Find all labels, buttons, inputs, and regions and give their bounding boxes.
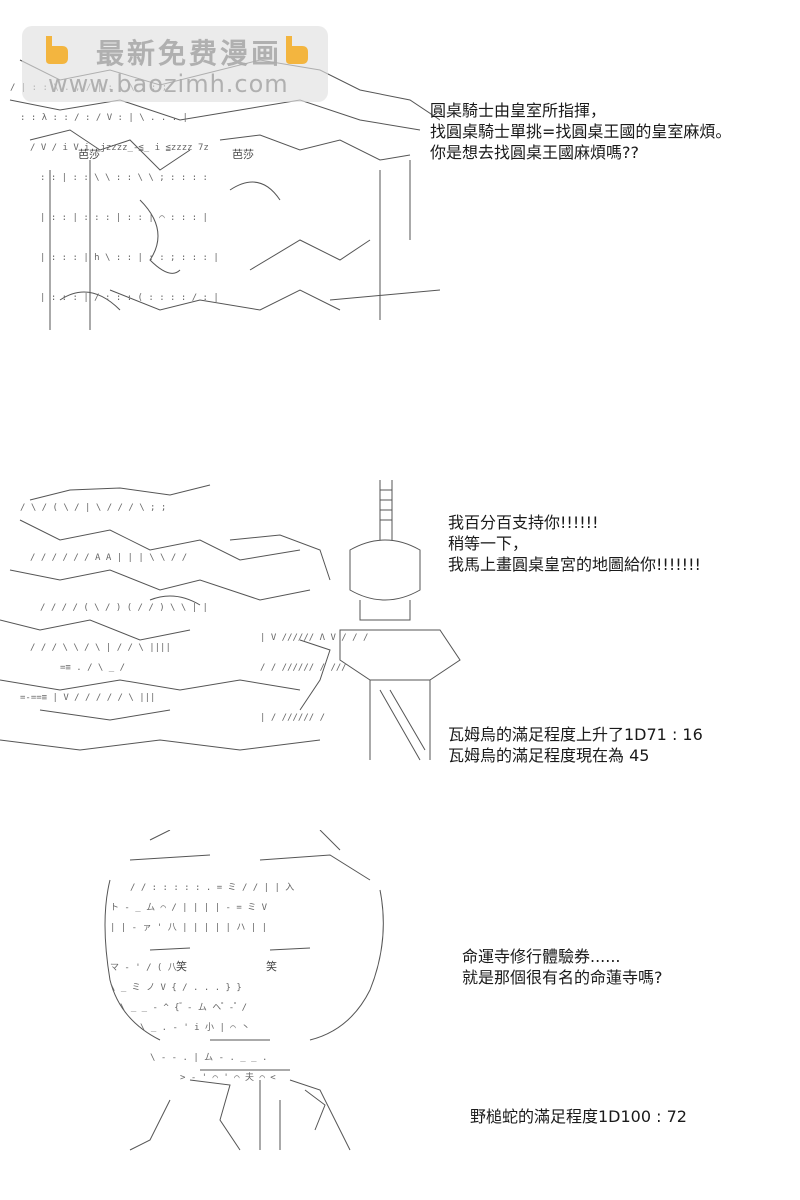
panel-3: / / : : : : : . = ミ / / | | 入 ト - _ ム ⌒ … (0, 830, 800, 1160)
dialogue-line: 找圓桌騎士單挑=找圓桌王國的皇室麻煩。 (430, 122, 732, 141)
panel-2: / \ / ( \ / | \ / / / \ ; ; / / / / / / … (0, 480, 800, 780)
svg-text:/ / / \ \ / \ | / / \ ||||: / / / \ \ / \ | / / \ |||| (30, 643, 171, 653)
stat-line: 野槌蛇的滿足程度1D100 : 72 (470, 1107, 687, 1126)
character-1-eye-label-left: 芭莎 (78, 147, 100, 161)
svg-text:\ _ ミ ノ V { / . . . } }: \ _ ミ ノ V { / . . . } } (110, 983, 242, 993)
face-label-left: 笑 (176, 959, 187, 973)
ascii-art-character-3: / / : : : : : . = ミ / / | | 入 ト - _ ム ⌒ … (70, 830, 400, 1160)
svg-text:/ / : : : : : . = ミ / / | | 入: / / : : : : : . = ミ / / | | 入 (130, 882, 294, 893)
character-1-drawing: / | : : \ . , / | : \ \ ; : ; : : λ : : … (9, 59, 440, 330)
dialogue-line: 圓桌騎士由皇室所指揮， (430, 101, 607, 120)
dialogue-line: 稍等一下， (448, 534, 529, 553)
dialogue-line: 命運寺修行體驗券...... (462, 947, 621, 966)
svg-text:| : : : | / : : : ( : : : : /: | : : : | / : : : ( : : : : / : | (40, 293, 219, 303)
svg-text:\ _ _ - ^ { ゚ - ム ヘ ゚ - ゚ /: \ _ _ - ^ { ゚ - ム ヘ ゚ - ゚ / (120, 1001, 247, 1013)
svg-text:| / ////// /: | / ////// / (260, 713, 325, 723)
character-1-eye-label-right: 芭莎 (232, 147, 254, 161)
dialogue-line: 就是那個很有名的命蓮寺嗎? (462, 968, 663, 987)
svg-text:/ / / / ( \ / ) ( / / ) \ \ |: / / / / ( \ / ) ( / / ) \ \ | | (40, 603, 208, 613)
stat-line: 瓦姆烏的滿足程度上升了1D71 : 16 (448, 725, 703, 744)
panel-2-stats: 瓦姆烏的滿足程度上升了1D71 : 16 瓦姆烏的滿足程度現在為 45 (448, 724, 703, 766)
svg-text:=-==≡ | V / / / / / \ |||: =-==≡ | V / / / / / \ ||| (20, 693, 155, 703)
svg-text:\ _ . - ' i 小 | ⌒ 丶: \ _ . - ' i 小 | ⌒ 丶 (140, 1022, 250, 1033)
svg-text:: : | : : \ \ : : \ \ ; : : :: : : | : : \ \ : : \ \ ; : : : : (40, 173, 208, 183)
dialogue-line: 我馬上畫圓桌皇宮的地圖給你!!!!!!! (448, 555, 701, 574)
panel-3-stats: 野槌蛇的滿足程度1D100 : 72 (470, 1106, 687, 1127)
svg-text:ト - _ ム ⌒ / | | | | - = ミ V: ト - _ ム ⌒ / | | | | - = ミ V (110, 902, 268, 913)
svg-text:| V ////// Λ V / / /: | V ////// Λ V / / / (260, 633, 368, 643)
face-label-right: 笑 (266, 959, 277, 973)
svg-text:マ - ' / ( 八: マ - ' / ( 八 (110, 963, 177, 973)
svg-text:| : : : | h \ : : | : : ; : :: | : : : | h \ : : | : : ; : : : | (40, 253, 219, 263)
character-2-drawing: / \ / ( \ / | \ / / / \ ; ; / / / / / / … (0, 480, 461, 761)
svg-text:=≡ . / \ _ /: =≡ . / \ _ / (60, 663, 125, 673)
svg-text:/ \ / ( \ / | \ / / / \ ; ;: / \ / ( \ / | \ / / / \ ; ; (20, 503, 166, 513)
ascii-art-character-2: / \ / ( \ / | \ / / / \ ; ; / / / / / / … (0, 480, 470, 770)
panel-3-dialogue: 命運寺修行體驗券...... 就是那個很有名的命蓮寺嗎? (462, 946, 663, 988)
ascii-art-character-1: / | : : \ . , / | : \ \ ; : ; : : λ : : … (0, 40, 440, 340)
stat-line: 瓦姆烏的滿足程度現在為 45 (448, 746, 650, 765)
svg-text:| : : | : : : | : : | ⌒ : : :: | : : | : : : | : : | ⌒ : : : | (40, 213, 208, 223)
dialogue-line: 你是想去找圓桌王國麻煩嗎?? (430, 143, 639, 162)
svg-text:| | - ァ ' 八 | | | | | ハ | |: | | - ァ ' 八 | | | | | ハ | | (110, 923, 267, 933)
character-3-drawing: / / : : : : : . = ミ / / | | 入 ト - _ ム ⌒ … (104, 830, 384, 1151)
svg-text:/ / / / / / A A | | | \ \ / /: / / / / / / A A | | | \ \ / / (30, 553, 187, 563)
panel-1: / | : : \ . , / | : \ \ ; : ; : : λ : : … (0, 30, 800, 350)
watermark-url: www.baozimh.com (48, 70, 289, 98)
pointing-hand-icon (46, 36, 68, 64)
watermark-title: 最新免费漫画 (96, 37, 283, 70)
svg-text:/ V / i V i _jzzzz_-≦_ i ≦zzzz: / V / i V i _jzzzz_-≦_ i ≦zzzz 7z (30, 143, 209, 153)
panel-2-dialogue: 我百分百支持你!!!!!! 稍等一下， 我馬上畫圓桌皇宮的地圖給你!!!!!!! (448, 512, 701, 575)
svg-text:/ / ////// / ///: / / ////// / /// (260, 663, 347, 673)
dialogue-line: 我百分百支持你!!!!!! (448, 513, 599, 532)
svg-text:\ - - . | ム - . _ _ .: \ - - . | ム - . _ _ . (150, 1052, 267, 1063)
panel-1-dialogue: 圓桌騎士由皇室所指揮， 找圓桌騎士單挑=找圓桌王國的皇室麻煩。 你是想去找圓桌王… (430, 100, 731, 163)
watermark-banner: 最新免费漫画 www.baozimh.com (22, 26, 328, 102)
svg-text:> - ' ⌒ ' ⌒ 夫 ⌒ <: > - ' ⌒ ' ⌒ 夫 ⌒ < (180, 1071, 276, 1083)
pointing-hand-icon (286, 36, 308, 64)
svg-text:: : λ : : / : / V : | \ . . .: : : λ : : / : / V : | \ . . . | (20, 113, 188, 123)
